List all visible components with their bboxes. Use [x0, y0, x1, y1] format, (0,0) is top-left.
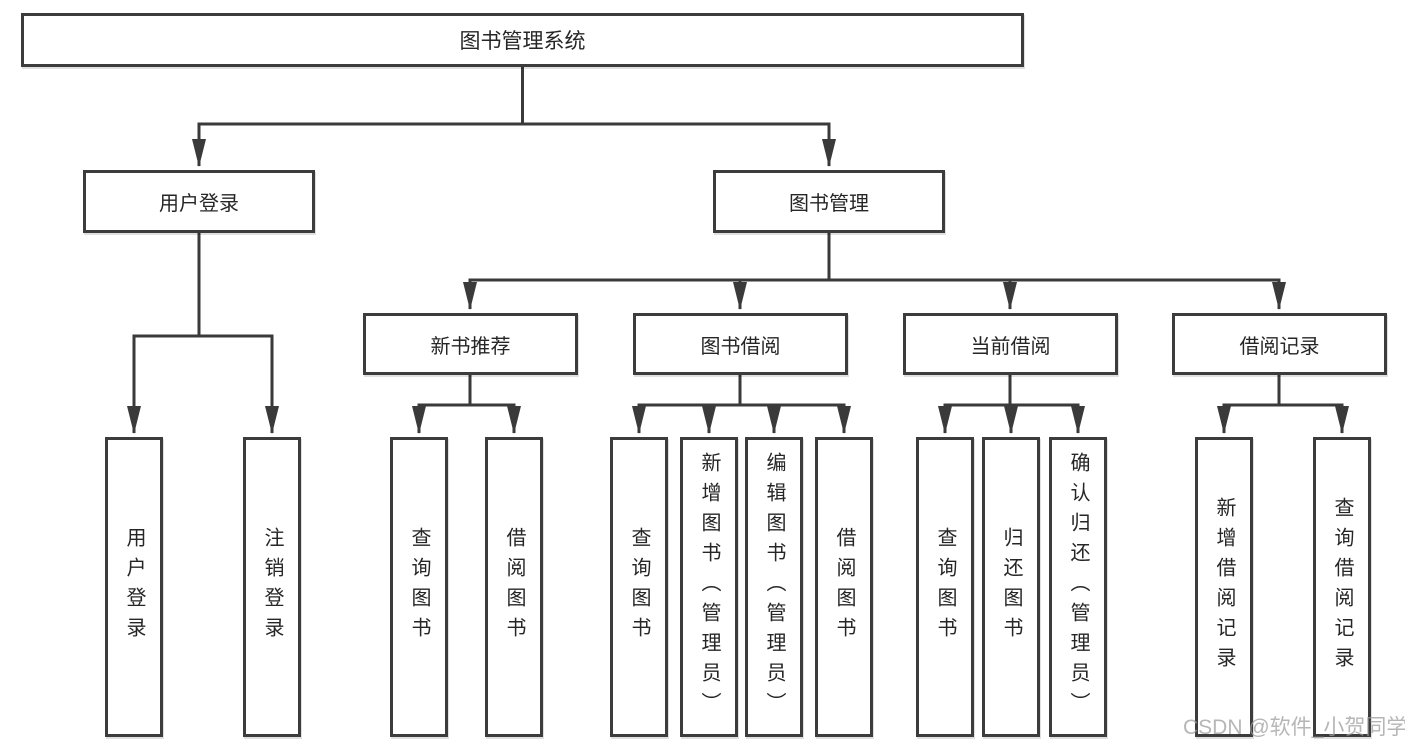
leaf-confirm-return-admin: 确认归还（管理员）	[1049, 437, 1107, 737]
leaf-add-books-admin-label: 新增图书（管理员）	[698, 452, 720, 722]
leaf-query-books-borrowing: 查询图书	[610, 437, 668, 737]
leaf-add-books-admin: 新增图书（管理员）	[680, 437, 738, 737]
leaf-user-login-label: 用户登录	[123, 527, 145, 647]
leaf-logout: 注销登录	[243, 437, 301, 737]
leaf-query-borrow-record-label: 查询借阅记录	[1331, 497, 1353, 677]
leaf-add-borrow-record-label: 新增借阅记录	[1213, 497, 1235, 677]
leaf-confirm-return-admin-label: 确认归还（管理员）	[1067, 452, 1089, 722]
node-book-management-label: 图书管理	[789, 193, 869, 215]
node-root-label: 图书管理系统	[459, 30, 586, 53]
node-borrowing-records: 借阅记录	[1172, 313, 1387, 375]
leaf-edit-books-admin-label: 编辑图书（管理员）	[763, 452, 785, 722]
leaf-query-books-recommend-label: 查询图书	[408, 527, 430, 647]
node-root: 图书管理系统	[21, 13, 1024, 67]
leaf-query-borrow-record: 查询借阅记录	[1313, 437, 1371, 737]
node-user-login: 用户登录	[83, 170, 315, 233]
node-borrowing-records-label: 借阅记录	[1239, 335, 1320, 358]
leaf-borrow-books-recommend: 借阅图书	[485, 437, 543, 737]
node-new-book-recommend: 新书推荐	[363, 313, 578, 375]
leaf-borrow-books-borrowing-label: 借阅图书	[833, 527, 855, 647]
leaf-return-books: 归还图书	[982, 437, 1040, 737]
leaf-return-books-label: 归还图书	[1000, 527, 1022, 647]
node-book-management: 图书管理	[713, 170, 945, 233]
leaf-query-books-recommend: 查询图书	[390, 437, 448, 737]
leaf-query-books-current: 查询图书	[916, 437, 974, 737]
leaf-edit-books-admin: 编辑图书（管理员）	[745, 437, 803, 737]
node-user-login-label: 用户登录	[159, 193, 239, 215]
node-book-borrowing-label: 图书借阅	[700, 335, 781, 358]
node-current-borrowing: 当前借阅	[903, 313, 1118, 375]
leaf-borrow-books-recommend-label: 借阅图书	[503, 527, 525, 647]
leaf-add-borrow-record: 新增借阅记录	[1195, 437, 1253, 737]
leaf-query-books-current-label: 查询图书	[934, 527, 956, 647]
node-book-borrowing: 图书借阅	[633, 313, 848, 375]
node-current-borrowing-label: 当前借阅	[970, 335, 1051, 358]
node-new-book-recommend-label: 新书推荐	[430, 335, 511, 358]
leaf-user-login: 用户登录	[105, 437, 163, 737]
leaf-borrow-books-borrowing: 借阅图书	[815, 437, 873, 737]
watermark-text: CSDN @软件_小贺同学	[1183, 716, 1405, 739]
leaf-logout-label: 注销登录	[261, 527, 283, 647]
leaf-query-books-borrowing-label: 查询图书	[628, 527, 650, 647]
